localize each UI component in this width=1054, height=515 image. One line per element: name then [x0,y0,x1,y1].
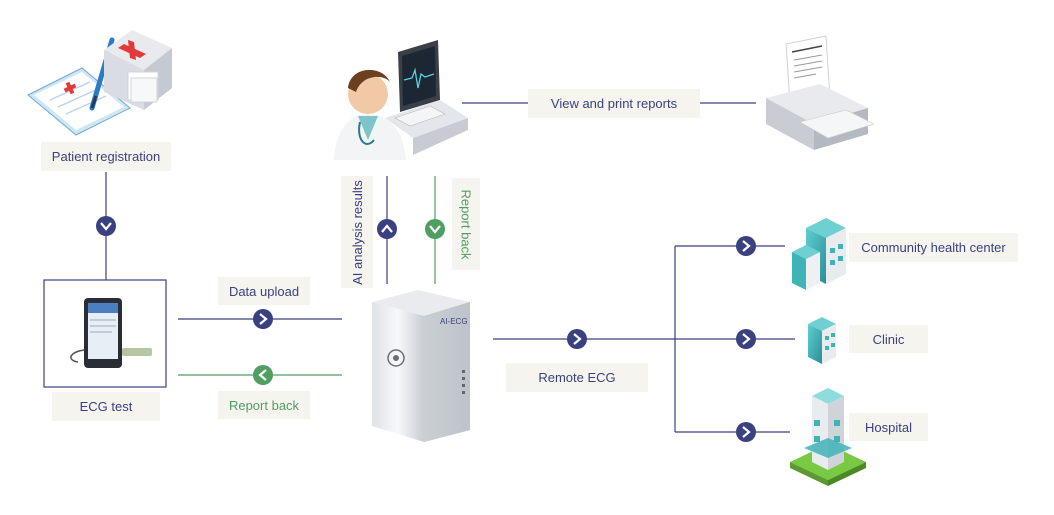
label-report-back-vertical-text: Report back [458,188,474,260]
community-health-center-icon [792,218,846,290]
ai-ecg-server-icon: AI-ECG [372,290,470,442]
arrow-right-icon [567,329,587,349]
label-ecg-test: ECG test [52,392,160,421]
check-down-icon [425,219,445,239]
doctor-workstation-icon [334,40,468,160]
label-report-back-vertical: Report back [452,178,480,270]
arrow-up-icon [377,219,397,239]
label-view-and-print-reports: View and print reports [528,89,700,118]
label-hospital: Hospital [849,413,928,441]
label-ai-analysis-results-text: AI analysis results [349,179,365,285]
label-report-back-bottom: Report back [218,391,310,419]
printer-icon [766,35,875,150]
arrow-right-icon [736,422,756,442]
label-community-health-center: Community health center [849,233,1018,262]
patient-registration-icon [27,30,172,136]
device-brand-text: AI-ECG [440,317,468,326]
label-remote-ecg: Remote ECG [506,363,648,392]
hospital-icon [790,388,866,486]
label-patient-registration: Patient registration [41,142,171,171]
clinic-icon [808,317,836,364]
arrow-right-icon [736,236,756,256]
arrow-right-icon [736,329,756,349]
arrow-left-icon [253,365,273,385]
label-ai-analysis-results: AI analysis results [341,176,373,288]
ecg-device-icon [70,298,152,368]
arrow-right-icon [253,309,273,329]
arrow-down-icon [96,216,116,236]
label-data-upload: Data upload [218,277,310,305]
label-clinic: Clinic [849,325,928,353]
